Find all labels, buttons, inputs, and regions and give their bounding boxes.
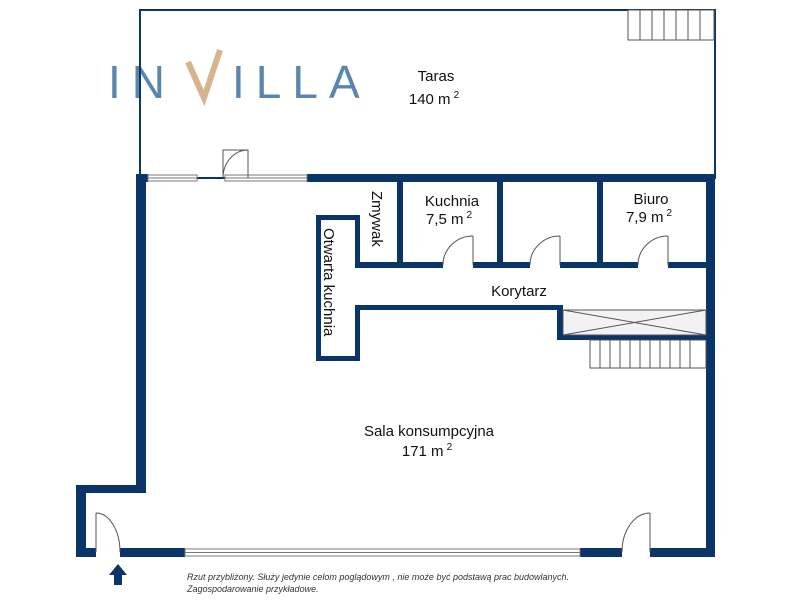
otwarta-kuchnia-label: Otwarta kuchnia — [320, 228, 337, 337]
kuchnia-label: Kuchnia — [425, 193, 480, 210]
svg-text:ILLA: ILLA — [232, 56, 371, 108]
svg-text:IN: IN — [108, 56, 176, 108]
logo-v-mark — [185, 49, 223, 107]
zmywak-label: Zmywak — [368, 191, 385, 247]
doors — [95, 149, 669, 553]
invilla-logo: IN ILLA — [108, 49, 371, 108]
entrance-door — [95, 512, 121, 553]
shaft — [562, 309, 707, 336]
arrow-up-icon — [109, 564, 127, 585]
storage-door — [529, 235, 561, 266]
sala-label: Sala konsumpcyjna — [364, 423, 495, 440]
windows — [147, 174, 581, 557]
kuchnia-door — [442, 235, 474, 266]
inner-stairs — [589, 339, 707, 369]
biuro-label: Biuro — [633, 191, 668, 208]
disclaimer-line-2: Zagospodarowanie przykładowe. — [186, 584, 319, 594]
disclaimer-line-1: Rzut przybliżony. Służy jedynie celom po… — [187, 572, 569, 582]
side-door — [621, 512, 651, 553]
korytarz-label: Korytarz — [491, 283, 547, 300]
terrace-stairs — [627, 9, 715, 41]
biuro-door — [637, 235, 669, 266]
walls — [76, 174, 715, 557]
taras-label: Taras — [418, 68, 455, 85]
terrace-door — [222, 149, 249, 179]
